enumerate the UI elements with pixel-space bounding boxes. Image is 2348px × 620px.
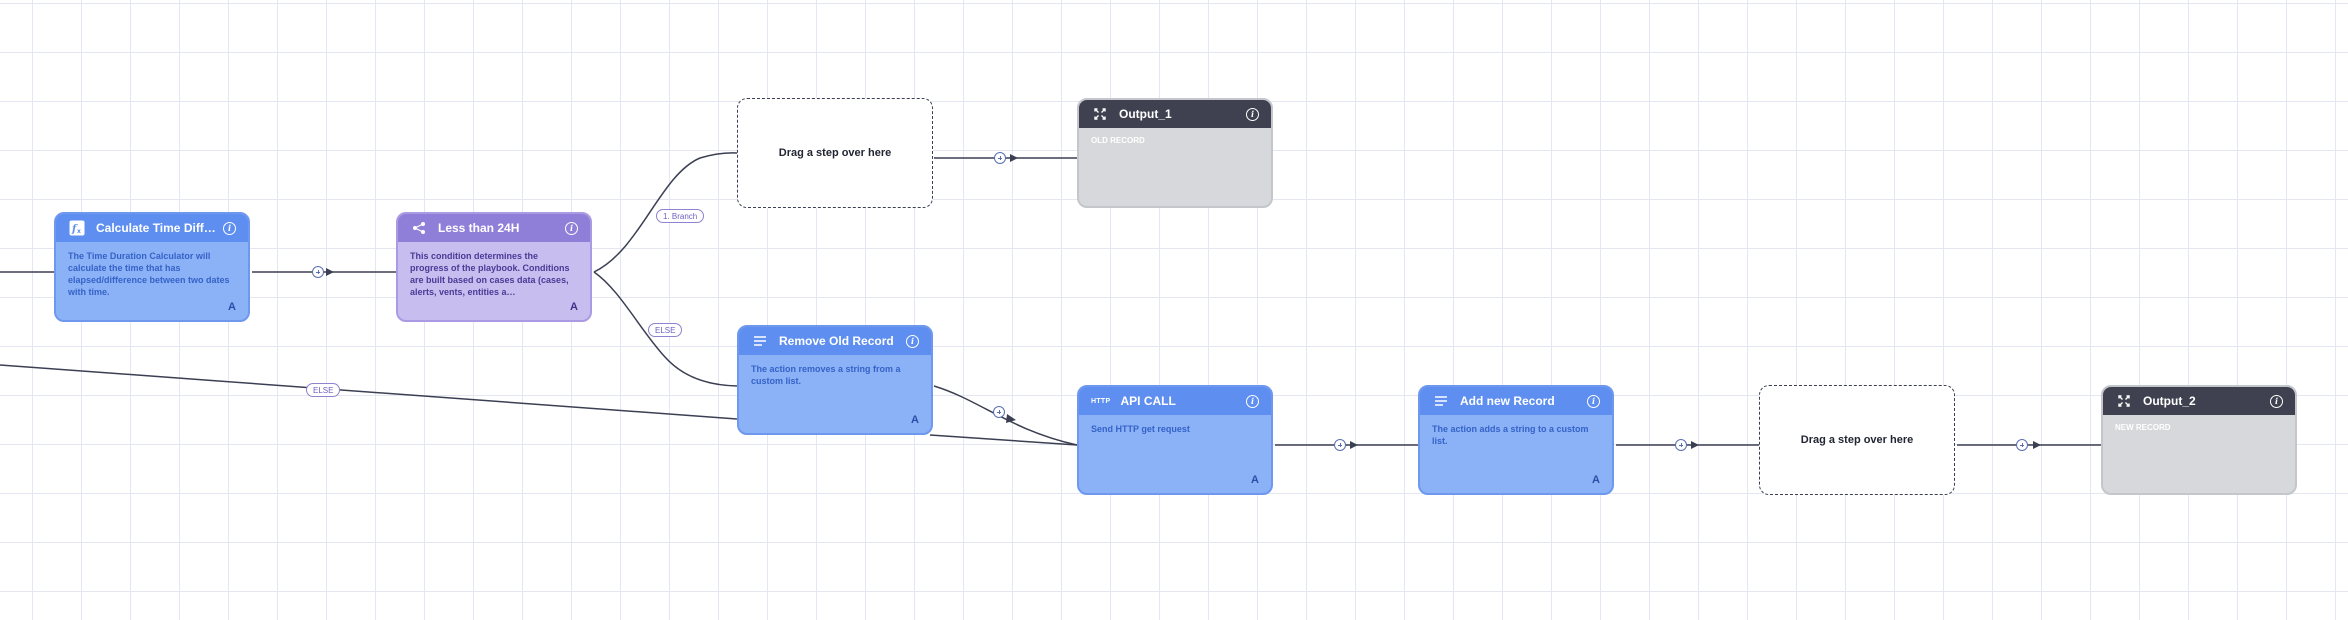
wire-remove-bottom <box>929 434 1078 446</box>
step-condition-less-than-24h[interactable]: Less than 24H i This condition determine… <box>396 212 592 322</box>
svg-text:x: x <box>77 228 81 235</box>
step-description: The Time Duration Calculator will calcul… <box>68 251 230 298</box>
add-step-button[interactable] <box>993 406 1005 418</box>
step-header: Less than 24H i <box>398 214 590 242</box>
arrow-calc-condition <box>326 268 334 276</box>
info-icon[interactable]: i <box>1246 107 1259 121</box>
info-icon[interactable]: i <box>1246 394 1259 408</box>
branch-icon <box>410 219 428 237</box>
step-output-2[interactable]: Output_2 i NEW RECORD <box>2101 385 2297 495</box>
add-step-button[interactable] <box>1334 439 1346 451</box>
info-icon[interactable]: i <box>906 334 919 348</box>
step-description: The action adds a string to a custom lis… <box>1432 424 1589 447</box>
drop-step-placeholder[interactable]: Drag a step over here <box>1759 385 1955 495</box>
step-description: Send HTTP get request <box>1091 424 1190 434</box>
list-icon <box>1432 392 1450 410</box>
info-icon[interactable]: i <box>1587 394 1600 408</box>
step-add-new-record[interactable]: Add new Record i The action adds a strin… <box>1418 385 1614 495</box>
step-marker: A <box>570 301 578 313</box>
list-icon <box>751 332 769 350</box>
step-output-1[interactable]: Output_1 i OLD RECORD <box>1077 98 1273 208</box>
add-step-button[interactable] <box>312 266 324 278</box>
step-header: Add new Record i <box>1420 387 1612 415</box>
svg-text:f: f <box>71 224 78 235</box>
arrow-api-add <box>1350 441 1358 449</box>
add-step-button[interactable] <box>1675 439 1687 451</box>
http-icon: HTTP <box>1091 397 1111 405</box>
step-description: This condition determines the progress o… <box>410 251 570 298</box>
arrow-drop2-output2 <box>2033 441 2041 449</box>
info-icon[interactable]: i <box>2270 394 2283 408</box>
step-marker: A <box>911 414 919 426</box>
step-title: Output_1 <box>1119 107 1172 121</box>
step-title: Output_2 <box>2143 394 2196 408</box>
step-marker: A <box>1251 474 1259 486</box>
arrow-remove-api <box>1006 414 1016 423</box>
else-branch-label[interactable]: ELSE <box>648 323 683 337</box>
step-title: Add new Record <box>1460 394 1555 408</box>
step-marker: A <box>1592 474 1600 486</box>
info-icon[interactable]: i <box>565 221 578 235</box>
output-label: OLD RECORD <box>1091 136 1145 145</box>
step-header: Output_1 i <box>1079 100 1271 128</box>
step-marker: A <box>228 301 236 313</box>
else-branch-label[interactable]: ELSE <box>306 383 341 397</box>
step-api-call[interactable]: HTTP API CALL i Send HTTP get request A <box>1077 385 1273 495</box>
step-header: Output_2 i <box>2103 387 2295 415</box>
step-title: Less than 24H <box>438 221 520 235</box>
output-label: NEW RECORD <box>2115 423 2171 432</box>
arrow-drop1-output1 <box>1010 154 1018 162</box>
step-remove-old-record[interactable]: Remove Old Record i The action removes a… <box>737 325 933 435</box>
expand-icon <box>2115 392 2133 410</box>
step-description: The action removes a string from a custo… <box>751 364 901 387</box>
step-title: Remove Old Record <box>779 334 894 348</box>
expand-icon <box>1091 105 1109 123</box>
branch-label[interactable]: 1. Branch <box>656 209 705 223</box>
step-header: HTTP API CALL i <box>1079 387 1271 415</box>
step-title: Calculate Time Diff… <box>96 221 216 235</box>
wire-condition-branch1 <box>593 152 738 273</box>
drop-step-placeholder[interactable]: Drag a step over here <box>737 98 933 208</box>
wire-else-left <box>0 364 738 420</box>
add-step-button[interactable] <box>2016 439 2028 451</box>
step-title: API CALL <box>1120 394 1176 408</box>
add-step-button[interactable] <box>994 152 1006 164</box>
info-icon[interactable]: i <box>223 221 236 235</box>
wire-condition-else <box>593 271 738 387</box>
arrow-add-drop2 <box>1691 441 1699 449</box>
step-header: Remove Old Record i <box>739 327 931 355</box>
